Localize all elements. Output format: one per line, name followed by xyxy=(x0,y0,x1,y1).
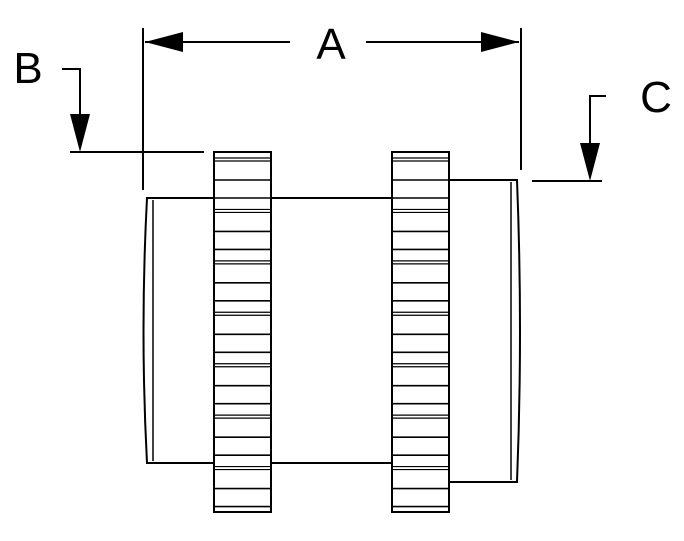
insert-body xyxy=(142,179,521,483)
knurl-band-left xyxy=(213,151,272,513)
dimension-a-arrow-left xyxy=(145,32,183,52)
dimension-b-leader xyxy=(62,68,81,116)
body-left-section xyxy=(142,197,215,464)
dimension-c-label: C xyxy=(640,73,672,122)
dimension-a: A xyxy=(142,20,522,190)
knurl-band-right-outline xyxy=(391,151,450,513)
body-center-section xyxy=(270,197,393,464)
knurl-band-right xyxy=(391,151,450,513)
dimension-c: C xyxy=(532,73,672,182)
knurl-band-left-outline xyxy=(213,151,272,513)
body-right-section xyxy=(448,179,521,483)
dimension-b: B xyxy=(13,44,204,153)
dimension-c-arrow xyxy=(580,143,600,181)
dimension-a-label: A xyxy=(316,20,346,69)
dimension-a-arrow-right xyxy=(481,32,519,52)
dimension-c-leader xyxy=(589,95,606,144)
dimension-b-arrow xyxy=(70,114,90,152)
dimension-b-label: B xyxy=(13,44,42,93)
